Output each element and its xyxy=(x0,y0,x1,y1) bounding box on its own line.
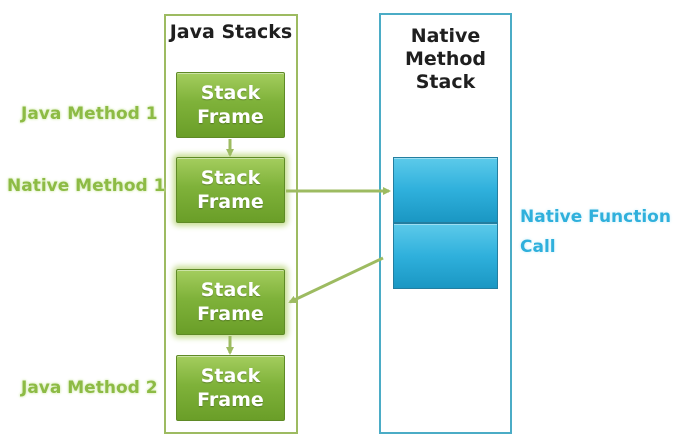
stack-frame-java-method-2: Stack Frame xyxy=(176,355,285,421)
java-stacks-title: Java Stacks xyxy=(169,21,293,43)
native-stack-frame-bottom xyxy=(393,223,498,289)
native-method-stack-title: Native Method Stack xyxy=(404,25,487,93)
label-java-method-2: Java Method 2 xyxy=(21,378,158,398)
stack-frame-return: Stack Frame xyxy=(176,269,285,335)
label-java-method-1: Java Method 1 xyxy=(21,104,158,124)
native-function-call-label-line-2: Call xyxy=(520,237,556,257)
native-stack-frame-top xyxy=(393,157,498,223)
label-native-method-1: Native Method 1 xyxy=(7,176,166,196)
stack-frame-native-method-1: Stack Frame xyxy=(176,157,285,223)
arrow-native-return xyxy=(288,256,384,304)
native-function-call-label: Native Function xyxy=(520,207,671,227)
stack-frame-java-method-1: Stack Frame xyxy=(176,72,285,138)
